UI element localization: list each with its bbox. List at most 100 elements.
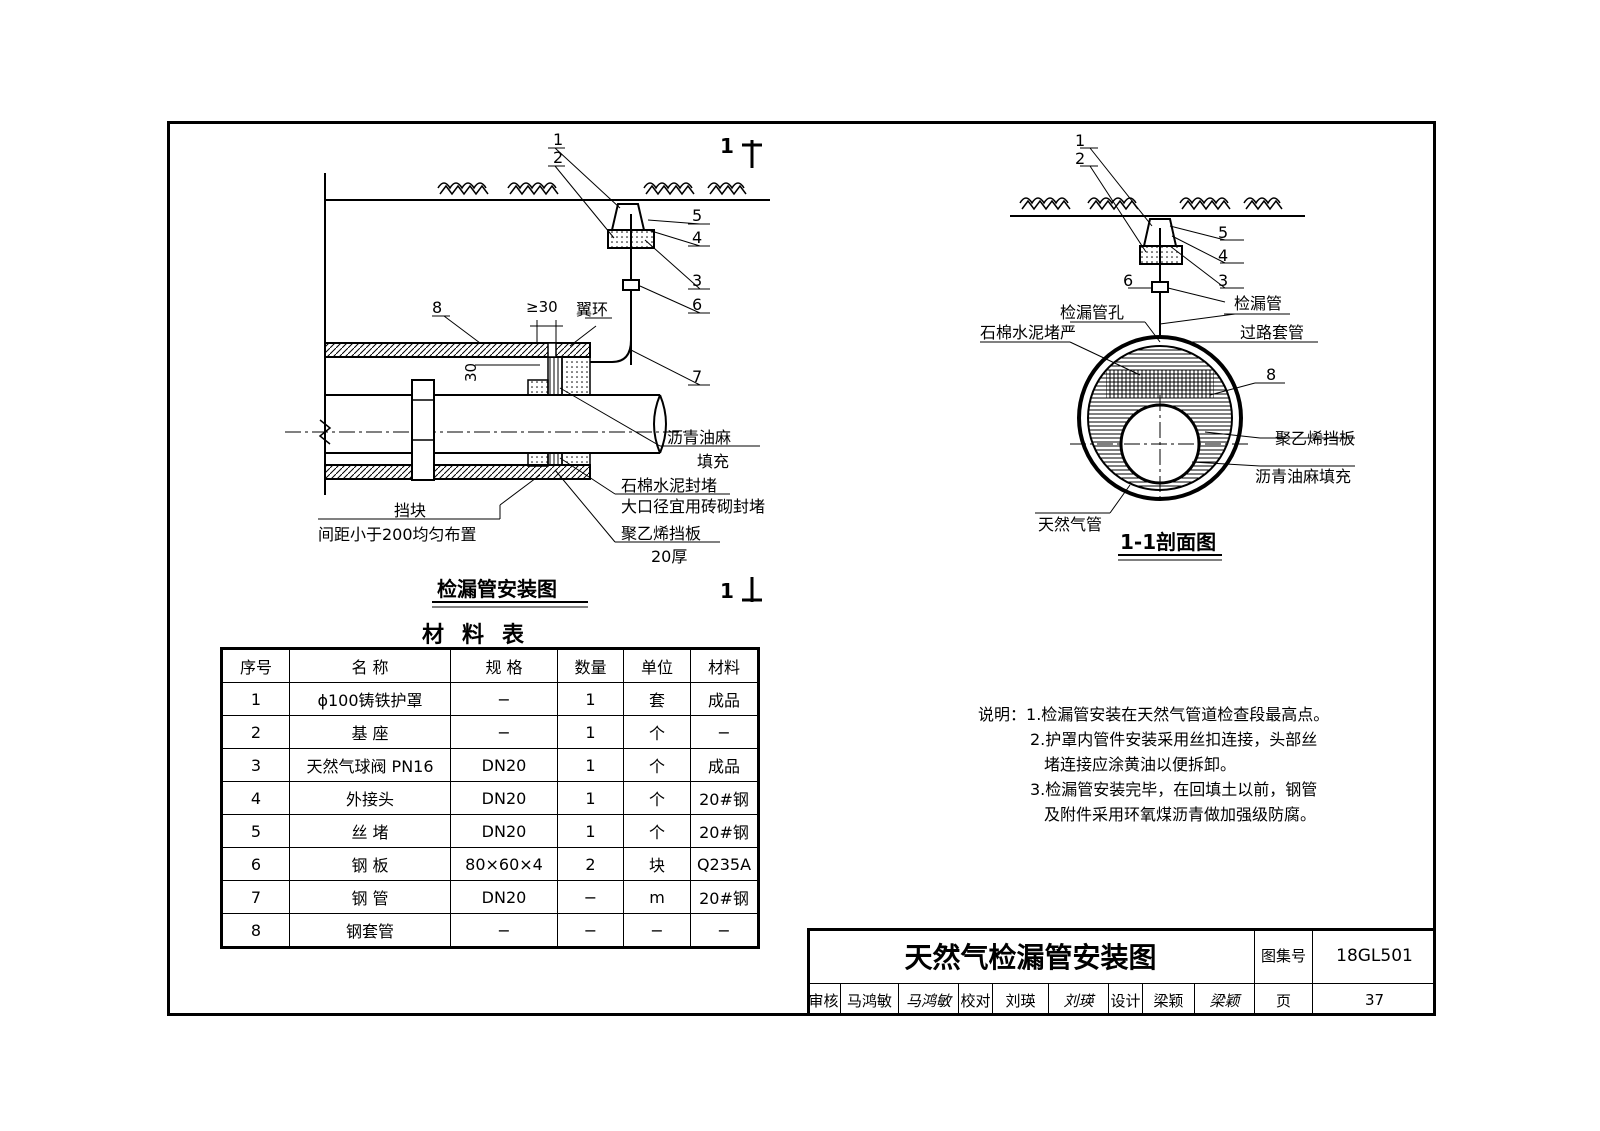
r-callout-3: 3 [1218, 271, 1228, 290]
table-cell: 个 [623, 814, 691, 848]
section-mark-bottom: 1 [720, 579, 734, 603]
block-label: 挡块 [394, 501, 426, 520]
signature-row: 审核 马鸿敏 马鸿敏 校对 刘瑛 刘瑛 设计 梁颖 梁颖 页 37 [807, 984, 1436, 1016]
callout-2: 2 [553, 148, 563, 167]
table-cell: − [557, 913, 624, 948]
table-cell: 成品 [690, 682, 759, 716]
r-callout-6: 6 [1123, 271, 1133, 290]
callout-5: 5 [692, 206, 702, 225]
table-cell: DN20 [450, 814, 558, 848]
table-cell: 7 [221, 880, 290, 914]
table-cell: 2 [221, 715, 290, 749]
asbestos-seal-label: 石棉水泥堵严 [980, 323, 1076, 342]
table-cell: Q235A [690, 847, 759, 881]
ground-vegetation-right [1019, 197, 1283, 211]
table-cell: ϕ100铸铁护罩 [289, 682, 451, 716]
dim-gte30: ≥30 [526, 298, 558, 316]
table-cell: 套 [623, 682, 691, 716]
note-line: 1.检漏管安装在天然气管道检查段最高点。 [1026, 705, 1330, 724]
left-view-title: 检漏管安装图 [437, 577, 557, 601]
title-block-frame [807, 928, 1436, 1016]
fill-label: 填充 [697, 452, 729, 471]
right-view-text: 1 2 5 4 3 6 8 检漏管 检漏管孔 石棉水泥堵严 过路套管 聚乙烯挡板… [980, 131, 1355, 554]
table-cell: 20#钢 [690, 880, 759, 914]
table-cell: 丝 堵 [289, 814, 451, 848]
header-cell: 材料 [690, 648, 759, 683]
header-cell: 名 称 [289, 648, 451, 683]
leak-pipe-label: 检漏管 [1234, 294, 1282, 313]
pe-plate-right-label: 聚乙烯挡板 [1275, 429, 1355, 448]
review-label: 审核 [807, 984, 841, 1016]
drawing-frame [167, 121, 1436, 1016]
designer-name: 梁颖 [1143, 984, 1195, 1016]
callout-4: 4 [692, 228, 702, 247]
note-line: 3.检漏管安装完毕，在回填土以前，钢管 [1030, 780, 1318, 799]
table-cell: − [450, 715, 558, 749]
table-cell: 5 [221, 814, 290, 848]
table-cell: 4 [221, 781, 290, 815]
table-cell: 钢 管 [289, 880, 451, 914]
pe-plate-label: 聚乙烯挡板 [621, 524, 701, 543]
asbestos-cement-label: 石棉水泥封堵 [621, 476, 717, 495]
header-cell: 单位 [623, 648, 691, 683]
table-cell: 1 [557, 682, 624, 716]
table-cell: 6 [221, 847, 290, 881]
table-cell: 1 [557, 814, 624, 848]
r-callout-4: 4 [1218, 246, 1228, 265]
dim-30: 30 [462, 363, 480, 382]
atlas-number: 18GL501 [1313, 928, 1436, 984]
table-cell: 个 [623, 781, 691, 815]
callout-1: 1 [553, 130, 563, 149]
r-callout-1: 1 [1075, 131, 1085, 150]
checker-signature: 刘瑛 [1049, 984, 1109, 1016]
header-cell: 序号 [221, 648, 290, 683]
casing-label: 过路套管 [1240, 323, 1304, 342]
table-cell: 1 [557, 781, 624, 815]
designer-signature: 梁颖 [1195, 984, 1255, 1016]
table-cell: 1 [557, 748, 624, 782]
page-label: 页 [1255, 984, 1313, 1016]
note-line: 堵连接应涂黄油以便拆卸。 [1044, 755, 1237, 774]
checker-name: 刘瑛 [993, 984, 1049, 1016]
callout-8: 8 [432, 298, 442, 317]
table-cell: DN20 [450, 781, 558, 815]
wing-ring-label: 翼环 [576, 300, 608, 319]
header-cell: 数量 [557, 648, 624, 683]
table-cell: 2 [557, 847, 624, 881]
table-cell: 1 [557, 715, 624, 749]
section-title: 1-1剖面图 [1120, 530, 1216, 554]
reviewer-name: 马鸿敏 [841, 984, 899, 1016]
table-cell: 钢 板 [289, 847, 451, 881]
table-cell: 20#钢 [690, 814, 759, 848]
table-cell: 1 [221, 682, 290, 716]
design-label: 设计 [1109, 984, 1143, 1016]
table-cell: 钢套管 [289, 913, 451, 948]
left-view-text: 1 1 1 2 5 4 3 6 7 8 翼环 ≥30 30 沥青油麻 填充 石棉… [318, 130, 765, 603]
table-cell: − [450, 682, 558, 716]
r-callout-2: 2 [1075, 149, 1085, 168]
right-section-view [980, 147, 1355, 561]
section-mark-top: 1 [720, 134, 734, 158]
table-header-row: 序号 名 称 规 格 数量 单位 材料 [221, 648, 759, 683]
materials-title: 材料表 [422, 623, 543, 648]
drawing-title: 天然气检漏管安装图 [807, 928, 1255, 984]
spacing-label: 间距小于200均匀布置 [318, 525, 477, 544]
table-cell: − [623, 913, 691, 948]
note-line: 2.护罩内管件安装采用丝扣连接，头部丝 [1030, 730, 1318, 749]
leak-hole-label: 检漏管孔 [1060, 303, 1124, 322]
gas-pipe-label: 天然气管 [1038, 515, 1102, 534]
atlas-label: 图集号 [1255, 928, 1313, 984]
notes-lead: 说明： [978, 705, 1027, 724]
callout-7: 7 [692, 367, 702, 386]
table-cell: 个 [623, 715, 691, 749]
table-cell: 8 [221, 913, 290, 948]
title-block: 天然气检漏管安装图 图集号 18GL501 审核 马鸿敏 马鸿敏 校对 刘瑛 刘… [807, 928, 1436, 1016]
